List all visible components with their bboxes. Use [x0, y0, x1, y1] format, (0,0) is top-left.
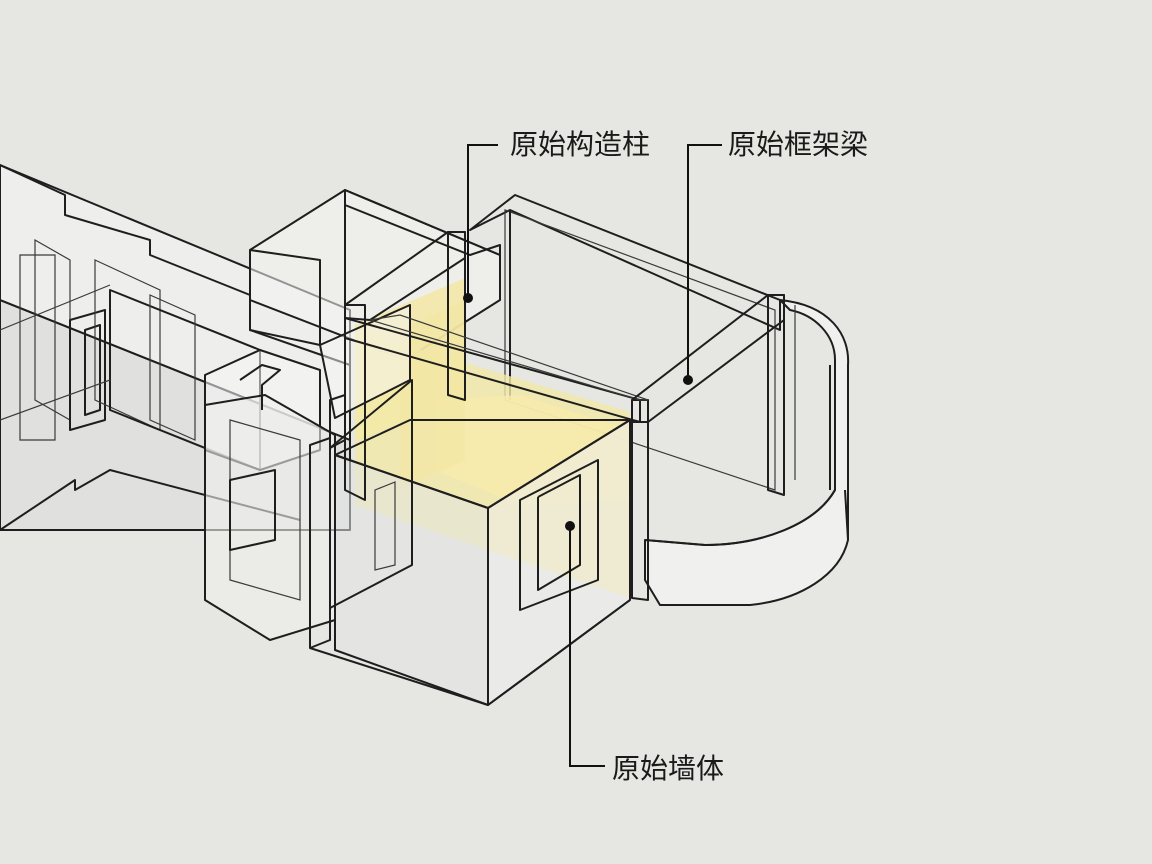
- right-room-back: [469, 194, 781, 491]
- leader-dot-icon: [463, 293, 473, 303]
- leader-column: 原始构造柱: [463, 128, 650, 303]
- front-room: [309, 304, 631, 706]
- label-column: 原始构造柱: [510, 128, 650, 161]
- label-beam: 原始框架梁: [728, 128, 868, 161]
- lower-left-rooms: [204, 349, 336, 649]
- leader-dot-icon: [565, 521, 575, 531]
- framework-beams: [344, 231, 785, 423]
- semicircle-balcony: [644, 299, 850, 606]
- leader-wall: 原始墙体: [565, 521, 724, 785]
- label-wall: 原始墙体: [612, 752, 724, 785]
- leader-beam: 原始框架梁: [683, 128, 868, 385]
- leader-dot-icon: [683, 375, 693, 385]
